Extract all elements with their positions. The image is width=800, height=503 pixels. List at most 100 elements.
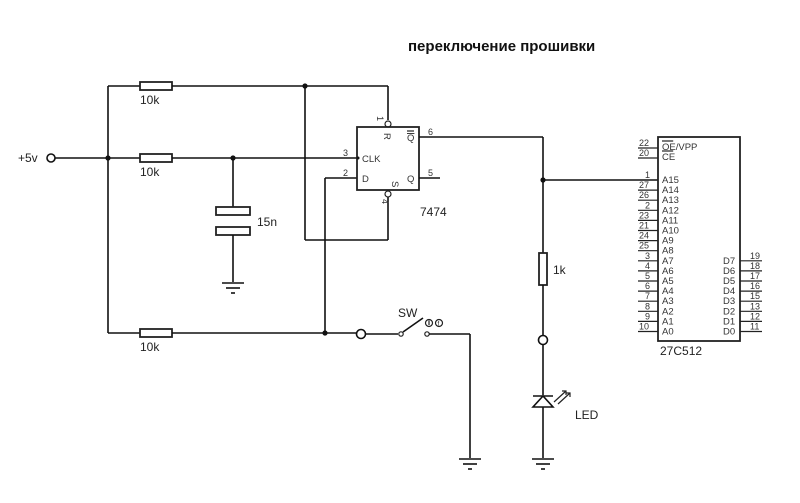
switch-label: SW — [398, 306, 418, 320]
eprom-pin-number: 8 — [645, 301, 650, 311]
pin-number-clk: 3 — [343, 148, 348, 158]
eprom-pin-name: A15 — [662, 175, 679, 186]
pin-name-qbar: Q — [407, 133, 414, 144]
eprom-27c512[interactable] — [657, 136, 741, 342]
power-terminal[interactable] — [46, 153, 56, 163]
pin-s-inverter — [384, 190, 392, 198]
flipflop-7474[interactable] — [356, 126, 420, 191]
eprom-pin-name: A0 — [662, 327, 674, 338]
eprom-pin-name: A4 — [662, 286, 674, 297]
eprom-pin-number: 27 — [639, 180, 649, 190]
eprom-pin-name: A10 — [662, 226, 679, 237]
pin-name-d: D — [362, 174, 369, 185]
eprom-pin-number: 11 — [750, 322, 759, 332]
eprom-pin-name: D7 — [723, 256, 735, 267]
eprom-pin-name: A8 — [662, 246, 674, 257]
ground-icon — [532, 458, 554, 470]
eprom-pin-number: 15 — [750, 291, 760, 301]
eprom-pin-number: 3 — [645, 251, 650, 261]
eprom-pin-number: 13 — [750, 301, 760, 311]
eprom-pin-name: D1 — [723, 316, 735, 327]
eprom-pin-name: D6 — [723, 266, 735, 277]
svg-text:f: f — [438, 322, 440, 328]
eprom-pin-number: 16 — [750, 281, 760, 291]
eprom-pin-number: 23 — [639, 210, 649, 220]
eprom-pin-name: A14 — [662, 185, 679, 196]
diagram-title: переключение прошивки — [408, 38, 595, 55]
eprom-pin-name: D3 — [723, 296, 735, 307]
eprom-pin-number: 17 — [750, 271, 760, 281]
light-emission-icon — [553, 390, 571, 405]
eprom-pin-name: D2 — [723, 306, 735, 317]
resistor-r4-value: 1k — [553, 263, 567, 277]
led-label: LED — [575, 408, 599, 422]
resistor-r4[interactable] — [538, 252, 548, 286]
resistor-r3-value: 10k — [140, 340, 160, 354]
switch[interactable] — [398, 317, 430, 337]
eprom-pin-number: 18 — [750, 261, 760, 271]
ground-icon — [222, 282, 244, 294]
power-label: +5v — [18, 151, 38, 165]
eprom-pin-name: D4 — [723, 286, 735, 297]
eprom-pin-number: 6 — [645, 281, 650, 291]
eprom-pin-number: 9 — [645, 311, 650, 321]
pin-number-d: 2 — [343, 168, 348, 178]
eprom-pin-number: 5 — [645, 271, 650, 281]
pin-number-qbar: 6 — [428, 127, 433, 137]
eprom-pin-name: A11 — [662, 215, 678, 226]
resistor-r2[interactable] — [139, 153, 173, 163]
eprom-pin-number: 24 — [639, 231, 649, 241]
resistor-r1-value: 10k — [140, 93, 160, 107]
resistor-r1[interactable] — [139, 81, 173, 91]
eprom-pin-name: A6 — [662, 266, 674, 277]
pin-number-s: 4 — [380, 199, 390, 204]
eprom-pin-name: A7 — [662, 256, 674, 267]
eprom-pin-number: 2 — [645, 200, 650, 210]
led[interactable] — [531, 394, 555, 408]
eprom-part-label: 27C512 — [660, 344, 702, 358]
pin-name-s: S — [389, 181, 400, 187]
eprom-pin-name: A12 — [662, 205, 679, 216]
eprom-pin-number: 4 — [645, 261, 650, 271]
lock-icon — [424, 318, 434, 328]
eprom-pin-number: 19 — [750, 251, 760, 261]
eprom-pin-name: A3 — [662, 296, 674, 307]
eprom-pin-name: A1 — [662, 316, 674, 327]
pin-number-q: 5 — [428, 168, 433, 178]
eprom-pin-number: 26 — [639, 190, 649, 200]
eprom-pin-name: A5 — [662, 276, 674, 287]
test-point[interactable] — [355, 328, 367, 340]
pin-number-r: 1 — [375, 116, 385, 121]
pin-name-r: R — [381, 133, 392, 140]
eprom-pin-name: CE — [662, 152, 675, 163]
eprom-pin-name: A9 — [662, 236, 674, 247]
junction — [105, 155, 111, 161]
capacitor-plate-bottom[interactable] — [215, 226, 251, 236]
test-point[interactable] — [537, 334, 549, 346]
capacitor-plate-top[interactable] — [215, 206, 251, 216]
eprom-pin-name: A2 — [662, 306, 674, 317]
eprom-pin-number: 20 — [639, 148, 649, 158]
pin-name-clk: CLK — [362, 154, 381, 165]
eprom-pin-number: 7 — [645, 291, 650, 301]
eprom-pin-number: 10 — [639, 322, 649, 332]
eprom-pin-name: OE/VPP — [662, 142, 697, 153]
pin-name-q: Q — [407, 174, 414, 185]
pin-r-inverter — [384, 120, 392, 128]
ground-icon — [459, 458, 481, 470]
eprom-pin-name: D5 — [723, 276, 735, 287]
clk-marker — [356, 156, 360, 160]
eprom-pin-number: 1 — [645, 170, 650, 180]
eprom-pin-name: A13 — [662, 195, 679, 206]
capacitor-value: 15n — [257, 215, 277, 229]
eprom-pin-number: 21 — [639, 221, 649, 231]
eprom-pin-name: D0 — [723, 327, 735, 338]
eprom-pin-number: 22 — [639, 138, 649, 148]
flipflop-part-label: 7474 — [420, 205, 447, 219]
f-icon: f — [434, 318, 444, 328]
resistor-r3[interactable] — [139, 328, 173, 338]
resistor-r2-value: 10k — [140, 165, 160, 179]
eprom-pin-number: 12 — [750, 311, 760, 321]
